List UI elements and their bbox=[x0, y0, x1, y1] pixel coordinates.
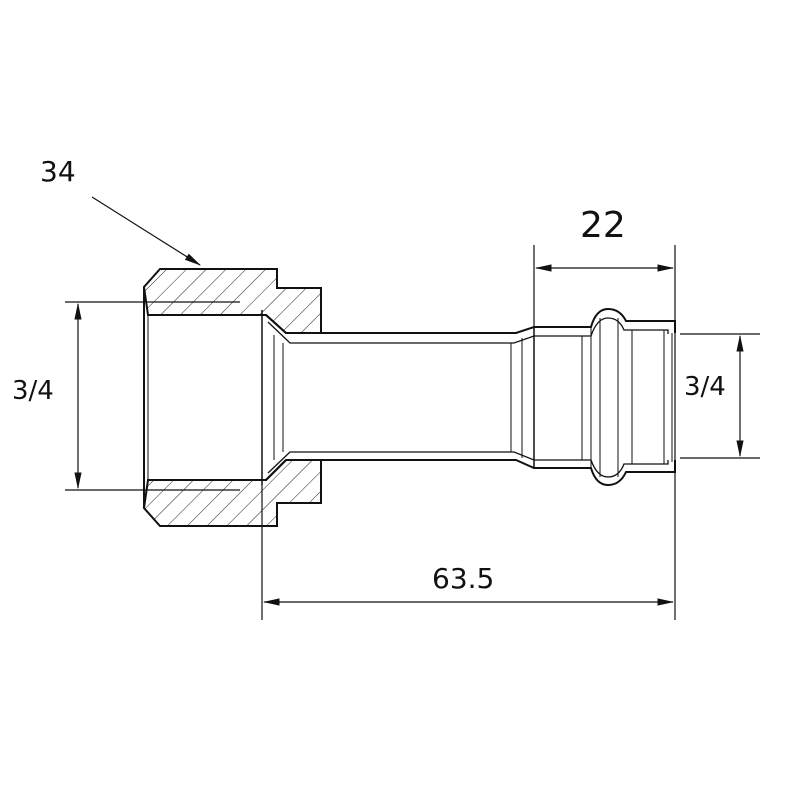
nut-top-section bbox=[142, 268, 322, 334]
pipe-bottom-wall bbox=[265, 459, 676, 487]
nut-bottom-section bbox=[142, 459, 322, 527]
right-thread-label: 3/4 bbox=[684, 372, 726, 402]
nut-size-label: 34 bbox=[40, 155, 76, 188]
leader-34 bbox=[91, 196, 202, 266]
pipe-top-wall bbox=[265, 307, 676, 334]
left-thread-label: 3/4 bbox=[12, 376, 54, 406]
pipe-diameter-label: 22 bbox=[580, 205, 626, 246]
overall-length-label: 63.5 bbox=[432, 562, 495, 595]
